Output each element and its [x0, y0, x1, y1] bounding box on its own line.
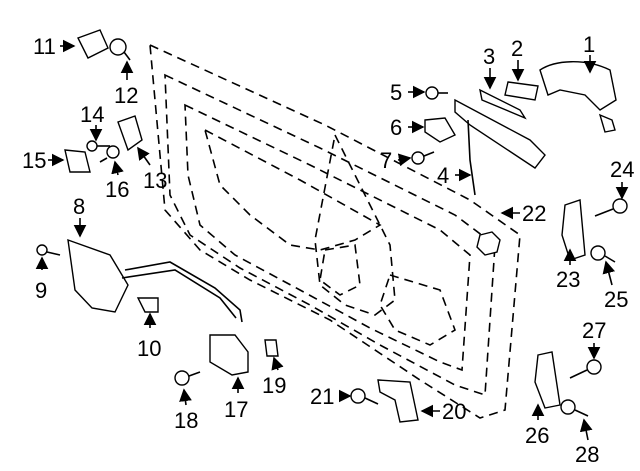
label-12: 12: [114, 83, 138, 108]
label-11: 11: [33, 34, 56, 59]
part-4-handle-frame: [454, 98, 546, 196]
label-22: 22: [522, 201, 546, 226]
part-23-hinge: [561, 199, 586, 261]
part-6-bracket: [424, 117, 456, 143]
label-23: 23: [556, 267, 580, 292]
part-9-screw: [36, 244, 61, 256]
label-9: 9: [35, 278, 47, 303]
label-15: 15: [22, 148, 46, 173]
part-3-gasket: [479, 88, 527, 120]
part-10-clip: [136, 297, 159, 313]
label-10: 10: [137, 336, 161, 361]
label-26: 26: [525, 423, 549, 448]
label-7: 7: [380, 148, 392, 173]
part-2-handle-cover: [504, 81, 539, 101]
label-28: 28: [575, 442, 599, 467]
part-13-cover: [117, 115, 143, 152]
leader-arrows: [35, 39, 629, 441]
label-27: 27: [582, 318, 606, 343]
label-16: 16: [105, 177, 129, 202]
part-14-screw: [86, 140, 110, 152]
part-20-hinge: [377, 379, 419, 423]
part-17-bracket: [209, 334, 249, 376]
part-28-bolt: [560, 399, 589, 417]
part-1-outside-handle: [539, 61, 617, 133]
label-5: 5: [390, 80, 402, 105]
label-3: 3: [483, 44, 495, 69]
part-18-bolt: [174, 370, 201, 386]
part-15-bracket: [64, 149, 91, 173]
part-16-nut: [99, 145, 120, 163]
label-24: 24: [610, 157, 634, 182]
part-24-bolt: [594, 198, 628, 217]
label-1: 1: [583, 32, 595, 57]
label-6: 6: [390, 115, 402, 140]
label-4: 4: [437, 163, 449, 188]
label-8: 8: [73, 194, 85, 219]
part-8-door-latch: [67, 238, 243, 323]
label-2: 2: [511, 36, 523, 61]
part-19-clip: [264, 339, 279, 357]
part-27-bolt: [569, 359, 602, 379]
part-22-nut: [476, 231, 501, 256]
label-25: 25: [604, 287, 628, 312]
part-7-screw: [411, 151, 435, 165]
label-14: 14: [80, 102, 104, 127]
label-19: 19: [262, 373, 286, 398]
part-26-hinge: [534, 351, 561, 409]
part-25-bolt: [590, 245, 616, 263]
part-11-striker: [77, 29, 109, 59]
label-18: 18: [174, 408, 198, 433]
part-5-screw: [425, 86, 448, 100]
label-17: 17: [224, 397, 248, 422]
label-20: 20: [442, 399, 466, 424]
label-21: 21: [310, 384, 334, 409]
part-21-bolt: [350, 388, 379, 405]
part-12-bolt: [109, 38, 131, 61]
callout-labels: 1 2 3 4 5 6 7 8 9 10 11 12 13 14 15 16 1…: [22, 32, 634, 467]
door-outline: [149, 43, 521, 419]
label-13: 13: [143, 168, 167, 193]
